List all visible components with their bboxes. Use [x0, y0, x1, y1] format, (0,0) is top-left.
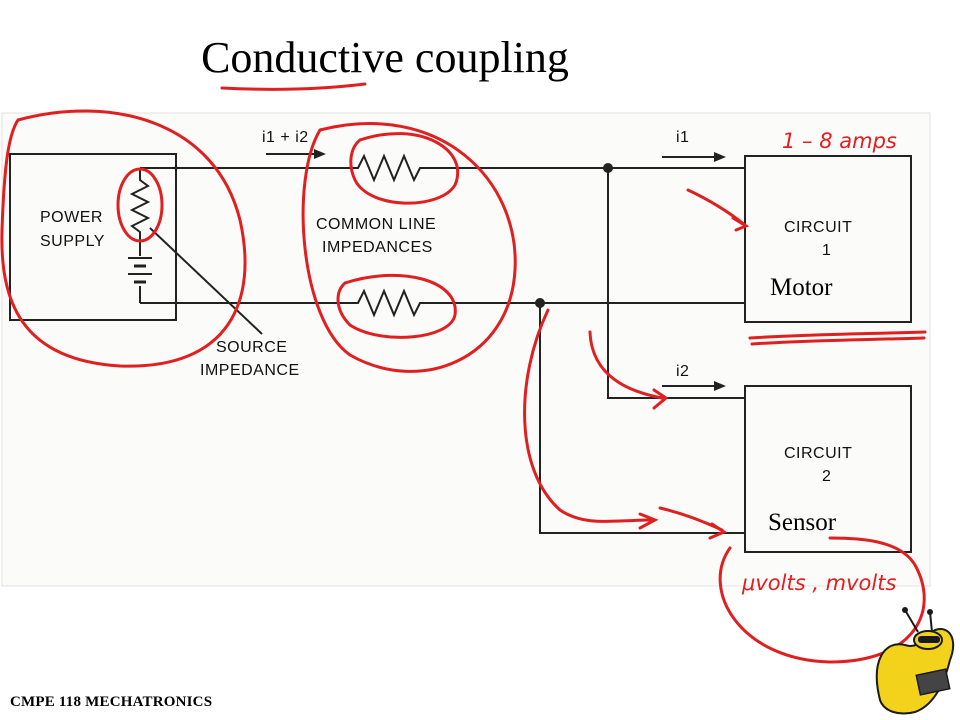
- power-supply-circle: [0, 109, 247, 368]
- circuit-2-box: [744, 385, 912, 553]
- circuit-2-label-2: 2: [822, 468, 831, 485]
- motor-underline-1: [748, 330, 927, 340]
- amps-annotation: 1 – 8 amps: [782, 129, 897, 153]
- branch-arrow-1: [588, 330, 664, 400]
- bottom-resistor-circle: [336, 273, 457, 339]
- power-supply-box: [9, 153, 177, 321]
- title-underline: [220, 82, 367, 91]
- sensor-label: Sensor: [768, 509, 837, 536]
- footer-course-label: CMPE 118 MECHATRONICS: [10, 694, 213, 710]
- source-resistor-symbol: [129, 168, 151, 242]
- slide-title: Conductive coupling: [201, 33, 569, 82]
- common-resistor-bottom: [350, 288, 430, 318]
- current-1-label: i1: [676, 129, 689, 146]
- current-total-label: i1 + i2: [262, 129, 309, 146]
- source-resistor-circle: [116, 167, 164, 243]
- power-supply-label-2: SUPPLY: [40, 233, 105, 250]
- common-line-label-2: IMPEDANCES: [322, 239, 433, 256]
- motor-label: Motor: [770, 274, 833, 301]
- current-1-arrowhead: [714, 152, 726, 162]
- source-label-2: IMPEDANCE: [200, 362, 300, 379]
- circuit-1-box: [744, 155, 912, 323]
- branch-arrowhead-1: [652, 388, 669, 410]
- banana-slug-logo: [875, 607, 955, 715]
- top-resistor-circle: [349, 132, 460, 205]
- branch-arrow-2: [523, 308, 652, 523]
- circuit-2-arrowhead-stroke: [708, 522, 728, 540]
- circuit-1-label-1: CIRCUIT: [784, 219, 852, 236]
- source-label-1: SOURCE: [216, 339, 287, 356]
- power-supply-label-1: POWER: [40, 209, 103, 226]
- current-2-arrowhead: [714, 381, 726, 391]
- circuit-1-arrowhead-stroke: [731, 216, 750, 232]
- common-line-circle: [301, 122, 517, 373]
- source-impedance-pointer: [149, 227, 263, 335]
- motor-underline-2: [750, 336, 926, 346]
- circuit-2-label-1: CIRCUIT: [784, 445, 852, 462]
- common-line-label-1: COMMON LINE: [316, 216, 436, 233]
- millivolts-annotation: μvolts , mvolts: [741, 571, 896, 595]
- branch-wire-top: [607, 168, 745, 399]
- figure-background: [1, 112, 931, 587]
- branch-wire-bottom: [539, 303, 745, 534]
- branch-arrowhead-2: [638, 512, 659, 530]
- circuit-1-label-2: 1: [822, 242, 831, 259]
- common-resistor-top: [350, 153, 430, 183]
- current-2-label: i2: [676, 363, 689, 380]
- current-total-arrowhead: [314, 149, 326, 159]
